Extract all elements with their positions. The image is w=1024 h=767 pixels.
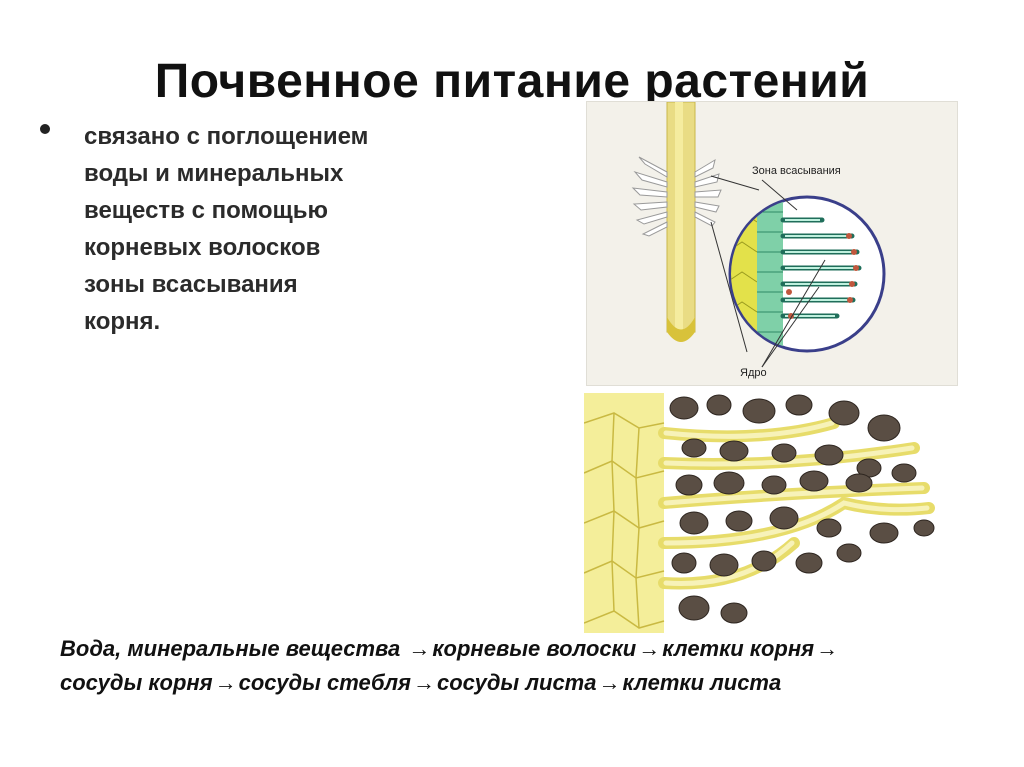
arrow-right-icon: → [638,636,661,661]
chain-item: корневые волоски [432,636,637,661]
root-absorption-zone-diagram: Зона всасывания Ядро [586,101,958,386]
chain-item: Вода, минеральные вещества [60,636,401,661]
root-hairs [631,156,722,237]
chain-item: сосуды корня [60,670,213,695]
bullet-text: связано с поглощением воды и минеральных… [84,123,369,335]
nucleus-label: Ядро [740,367,767,379]
bullet-list: связано с поглощением воды и минеральных… [40,118,500,340]
chain-item: сосуды листа [436,670,597,695]
arrow-right-icon: → [816,636,839,661]
page-title: Почвенное питание растений [154,55,870,108]
chain-item: клетки корня [662,636,815,661]
arrow-right-icon: → [598,670,621,695]
arrow-right-icon: → [214,670,237,695]
chain-item: сосуды стебля [238,670,411,695]
chain-item: клетки листа [622,670,782,695]
arrow-right-icon: → [408,636,431,661]
zone-label: Зона всасывания [752,165,841,177]
bullet-dot [40,124,50,134]
absorption-chain: Вода, минеральные вещества →корневые вол… [60,632,960,700]
root-hairs-in-soil-illustration [584,393,935,633]
arrow-right-icon: → [412,670,435,695]
